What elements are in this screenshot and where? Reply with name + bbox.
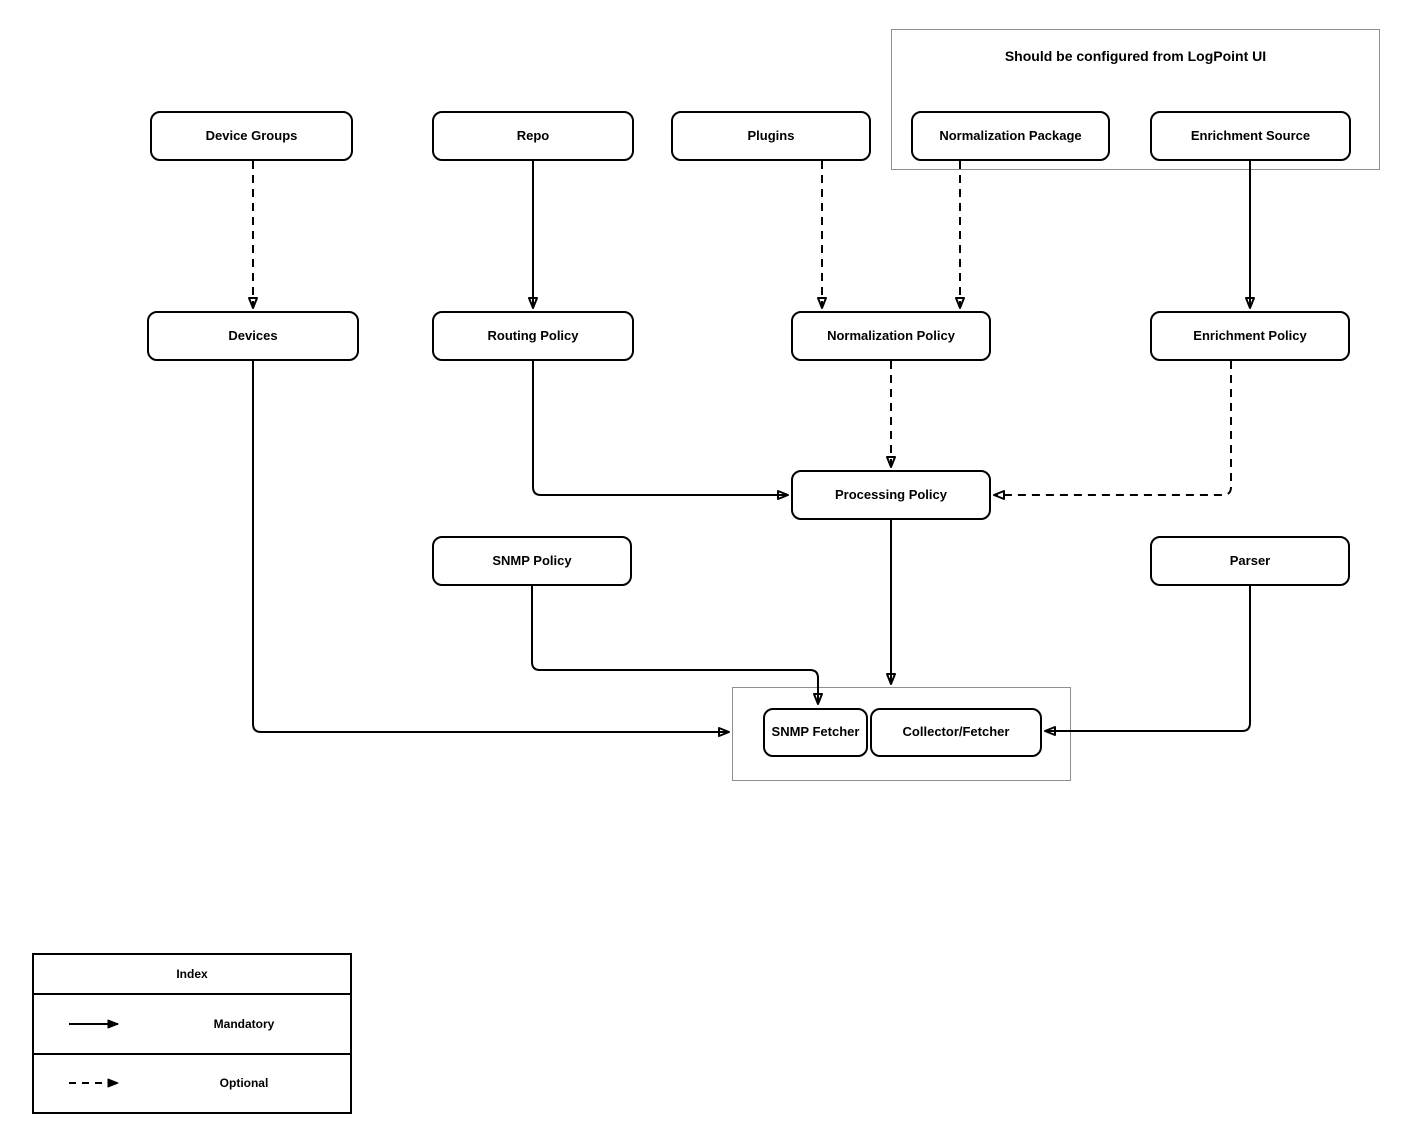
edge-devices-to-snmp-fetcher [252, 361, 730, 737]
edge-snmp-policy-to-snmp-fetcher [531, 586, 823, 705]
mandatory-arrow-icon [34, 1018, 164, 1030]
node-parser: Parser [1150, 536, 1350, 586]
node-devices: Devices [147, 311, 359, 361]
edge-routing-policy-to-processing-policy [532, 361, 789, 500]
node-snmp-fetcher: SNMP Fetcher [763, 708, 868, 757]
optional-arrow-icon [34, 1077, 164, 1089]
node-enrichment-source: Enrichment Source [1150, 111, 1351, 161]
legend-row-mandatory: Mandatory [34, 993, 350, 1053]
node-routing-policy: Routing Policy [432, 311, 634, 361]
node-repo: Repo [432, 111, 634, 161]
node-collector-fetcher: Collector/Fetcher [870, 708, 1042, 757]
edge-parser-to-collector-fetcher [1044, 586, 1251, 736]
logpoint-ui-group-title: Should be configured from LogPoint UI [1004, 48, 1267, 64]
legend-title: Index [176, 967, 208, 981]
node-snmp-policy: SNMP Policy [432, 536, 632, 586]
legend-label-mandatory: Mandatory [213, 1016, 275, 1031]
edge-enrichment-policy-to-processing-policy [993, 361, 1232, 500]
node-processing-policy: Processing Policy [791, 470, 991, 520]
logpoint-ui-group: Should be configured from LogPoint UI [891, 29, 1380, 170]
node-normalization-policy: Normalization Policy [791, 311, 991, 361]
node-device-groups: Device Groups [150, 111, 353, 161]
legend: Index Mandatory [32, 953, 352, 1114]
node-normalization-package: Normalization Package [911, 111, 1110, 161]
legend-row-optional: Optional [34, 1052, 350, 1113]
node-plugins: Plugins [671, 111, 871, 161]
fetcher-group [732, 687, 1071, 781]
legend-label-optional: Optional [219, 1076, 269, 1091]
node-enrichment-policy: Enrichment Policy [1150, 311, 1350, 361]
